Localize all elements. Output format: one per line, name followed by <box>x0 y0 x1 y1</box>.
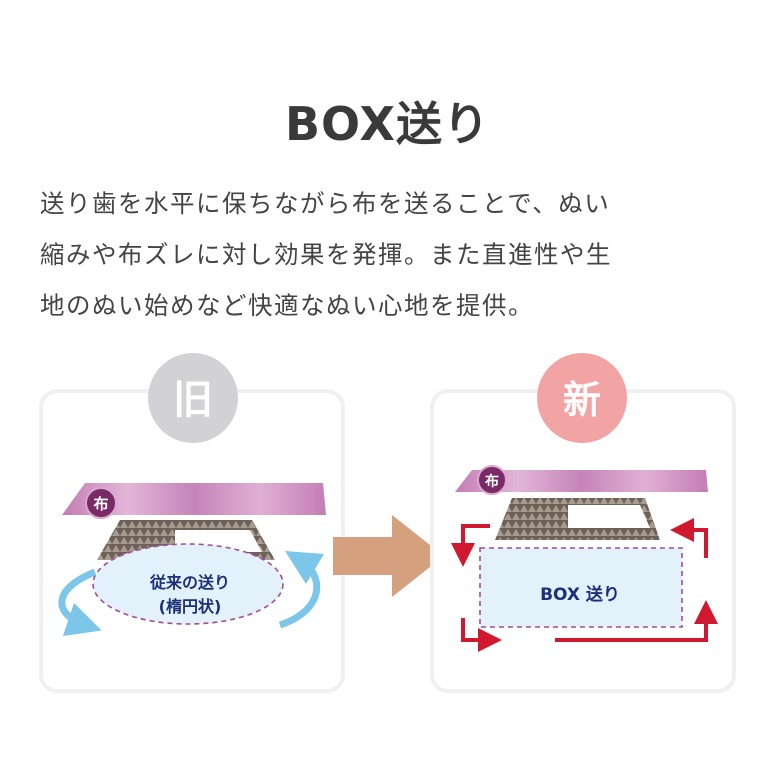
red-arrow-icon <box>461 618 502 652</box>
description-line: 送り歯を水平に保ちながら布を送ることで、ぬい <box>40 189 611 218</box>
feed-dog <box>495 498 660 540</box>
cloth <box>62 483 326 515</box>
new-badge <box>537 353 627 443</box>
transition-arrow-icon <box>333 515 444 597</box>
box-path <box>479 547 683 628</box>
old-panel: 旧 布 従来の送り (楕円状) <box>39 353 345 693</box>
cloth <box>455 470 708 492</box>
elliptical-path <box>92 543 284 625</box>
new-badge-label: 新 <box>563 378 601 422</box>
red-arrow-icon <box>451 524 490 567</box>
description: 送り歯を水平に保ちながら布を送ることで、ぬい 縮みや布ズレに対し効果を発揮。また… <box>40 178 740 331</box>
description-line: 地のぬい始めなど快適なぬい心地を提供。 <box>40 291 534 320</box>
new-panel: 新 布 BOX 送り <box>430 353 736 693</box>
new-motion-label: BOX 送り <box>540 584 620 605</box>
old-badge-label: 旧 <box>173 377 213 423</box>
old-badge <box>148 353 238 443</box>
blue-arrow-icon <box>58 568 102 637</box>
cloth-badge-label: 布 <box>485 473 499 490</box>
cloth-badge <box>85 487 117 519</box>
cloth-badge <box>477 465 507 495</box>
cloth-badge-label: 布 <box>93 495 108 513</box>
page-title: BOX送り <box>285 97 490 151</box>
old-motion-label: 従来の送り <box>149 573 230 592</box>
red-arrow-icon <box>555 600 718 642</box>
description-line: 縮みや布ズレに対し効果を発揮。また直進性や生 <box>40 240 612 269</box>
blue-arrow-icon <box>278 550 325 629</box>
red-arrow-icon <box>670 518 708 558</box>
old-motion-sublabel: (楕円状) <box>159 597 222 616</box>
